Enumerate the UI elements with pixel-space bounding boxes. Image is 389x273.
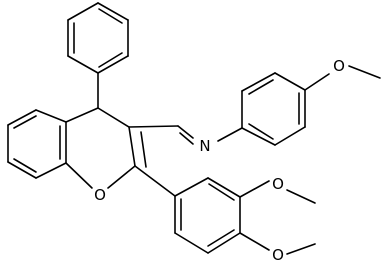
methoxy-oxygen-label: O xyxy=(333,57,345,75)
imine-linker xyxy=(128,125,243,145)
methoxy-oxygen-label: O xyxy=(272,175,284,193)
benzo-ring xyxy=(7,109,67,179)
ring-oxygen-label: O xyxy=(94,186,106,204)
phenyl-ring xyxy=(67,2,129,74)
methoxy-oxygen-label: O xyxy=(272,246,284,264)
imine-nitrogen-label: N xyxy=(199,137,210,155)
methoxyphenyl-ring xyxy=(241,65,381,146)
dimethoxyphenyl-ring xyxy=(134,165,316,255)
pyran-ring xyxy=(65,107,147,189)
